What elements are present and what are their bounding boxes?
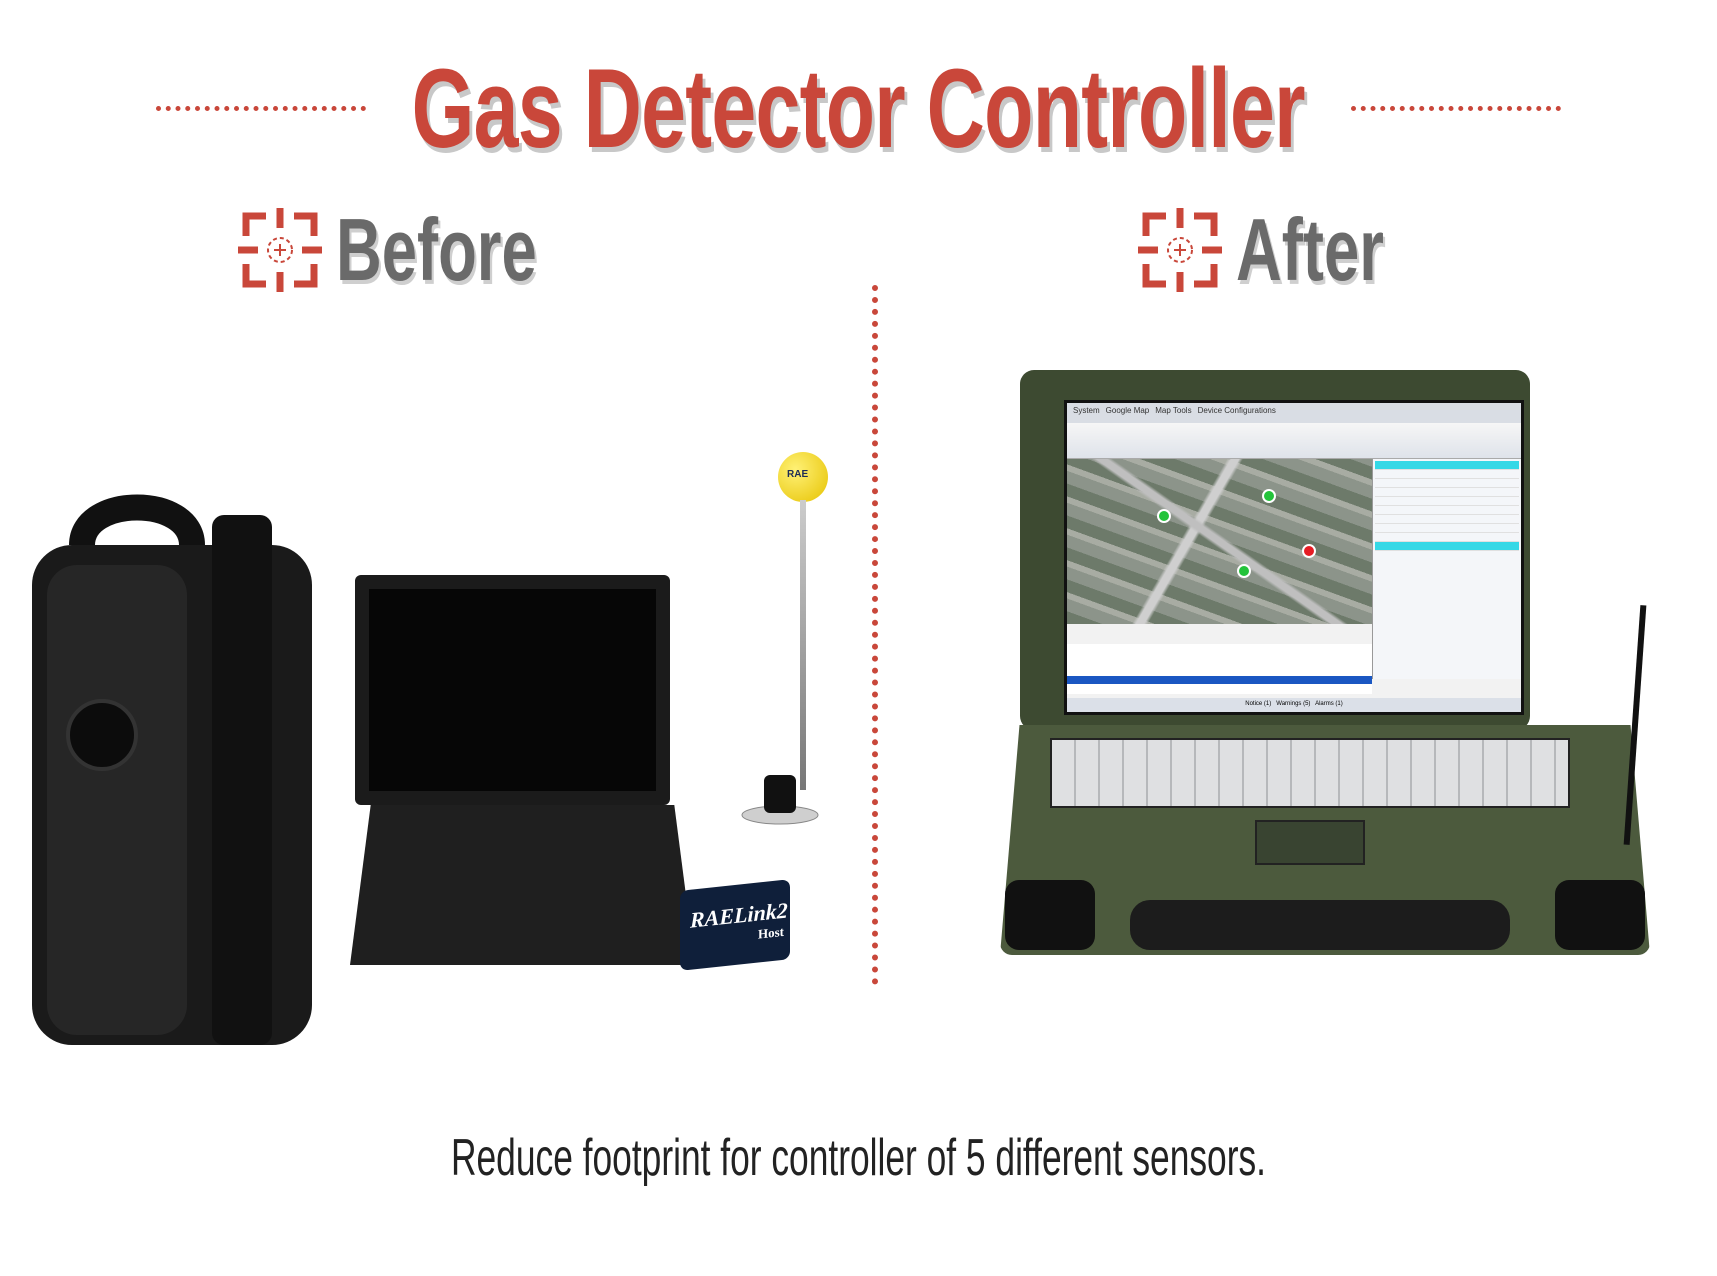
right-corner-bumper	[1555, 880, 1645, 950]
status-notice: Notice (1)	[1245, 701, 1272, 707]
tab-system: System	[1073, 406, 1100, 415]
sensor-alarm-marker	[1302, 544, 1316, 558]
left-corner-bumper	[1005, 880, 1095, 950]
app-toolbar	[1067, 423, 1521, 459]
tab-device-configurations: Device Configurations	[1197, 406, 1276, 415]
antenna-ball-icon: RAE	[778, 452, 828, 502]
after-heading: After	[1138, 200, 1441, 300]
rugged-laptop-lid: System Google Map Map Tools Device Confi…	[1020, 370, 1530, 730]
app-body	[1067, 459, 1521, 679]
rugged-keyboard	[1050, 738, 1570, 808]
right-dotted-rule	[1350, 105, 1561, 111]
crosshair-target-icon	[1138, 208, 1222, 292]
caption-text: Reduce footprint for controller of 5 dif…	[450, 1129, 1267, 1187]
hard-case-icon	[32, 494, 312, 1045]
crosshair-target-icon	[238, 208, 322, 292]
vertical-dotted-divider	[872, 285, 878, 985]
before-equipment-photo: RAE RAELink2 Host	[0, 395, 860, 1045]
tab-map-tools: Map Tools	[1155, 406, 1192, 415]
controller-app-screen: System Google Map Map Tools Device Confi…	[1064, 400, 1524, 715]
antenna-brand-label: RAE	[787, 469, 809, 480]
selected-sensor-row	[1067, 676, 1372, 684]
laptop-display	[369, 589, 656, 791]
app-status-bar: Notice (1) Warnings (5) Alarms (1)	[1067, 698, 1521, 712]
device-information-panel	[1372, 459, 1521, 679]
after-rugged-laptop-photo: System Google Map Map Tools Device Confi…	[1000, 360, 1690, 1060]
laptop-keyboard	[350, 805, 695, 965]
left-dotted-rule	[156, 105, 367, 111]
antenna-rod	[800, 500, 806, 790]
after-label: After	[1236, 200, 1384, 299]
sensor-ok-marker	[1237, 564, 1251, 578]
before-heading: Before	[238, 200, 615, 300]
before-label: Before	[336, 200, 537, 299]
satellite-map	[1067, 459, 1372, 624]
antenna-base-icon	[741, 775, 819, 825]
tab-google-map: Google Map	[1105, 406, 1150, 415]
sensor-ok-marker	[1157, 509, 1171, 523]
status-warnings: Warnings (5)	[1276, 701, 1311, 707]
title-bar: Gas Detector Controller	[0, 38, 1717, 178]
carry-handle	[1130, 900, 1510, 950]
status-alarms: Alarms (1)	[1315, 701, 1343, 707]
app-ribbon-tabs: System Google Map Map Tools Device Confi…	[1067, 403, 1521, 423]
raelink-host-device: RAELink2 Host	[680, 879, 790, 971]
page-title: Gas Detector Controller	[411, 45, 1306, 171]
laptop-screen	[355, 575, 670, 805]
sensor-ok-marker	[1262, 489, 1276, 503]
touchpad	[1255, 820, 1365, 865]
sensor-table	[1067, 644, 1372, 694]
